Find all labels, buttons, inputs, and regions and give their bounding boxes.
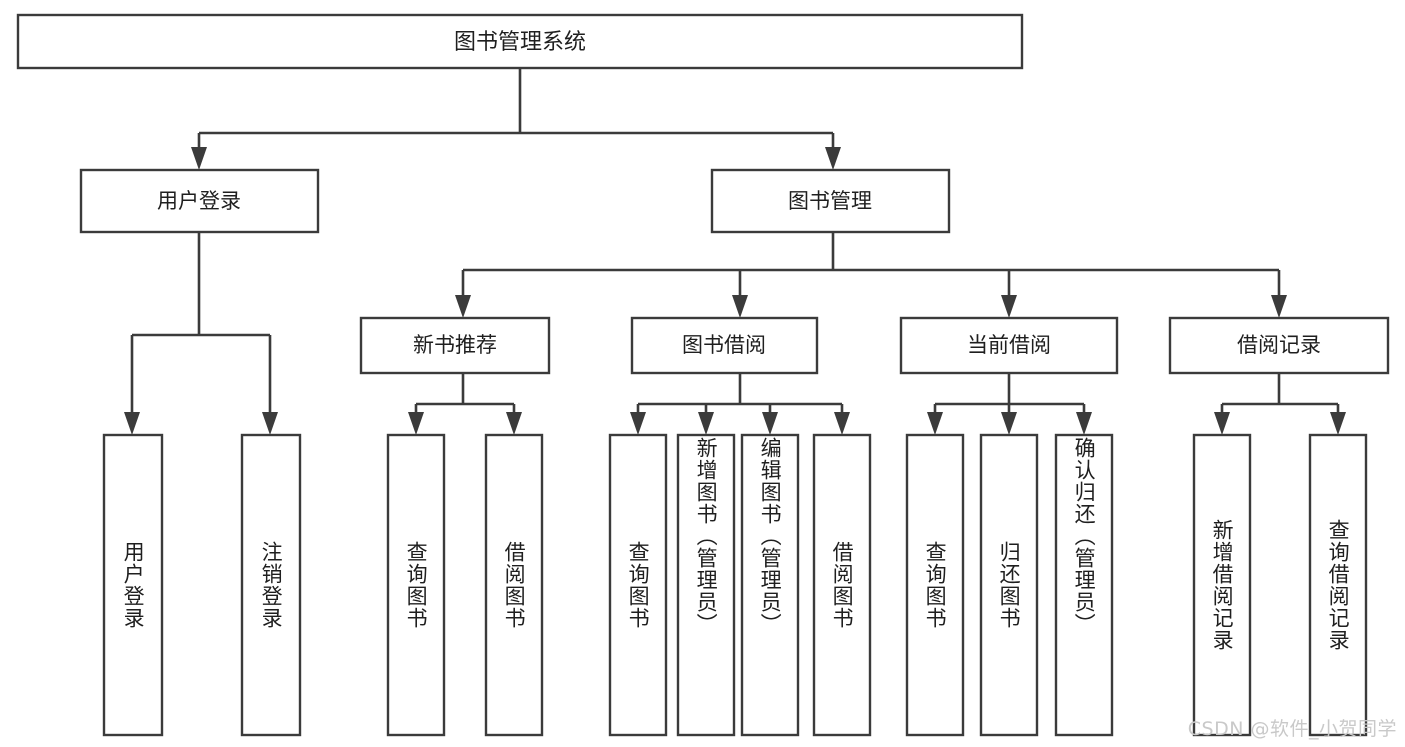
csdn-watermark: CSDN @软件_小贺同学 (1187, 718, 1397, 740)
node-user-login-label: 用户登录 (157, 189, 241, 213)
connector-bookborrow-to-leaves (630, 373, 850, 435)
node-user-login[interactable]: 用户登录 (79, 168, 320, 234)
leaf-box-book-borrow-0[interactable] (608, 433, 668, 737)
leaf-box-current-borrow-1[interactable] (979, 433, 1039, 737)
node-current-borrow-label: 当前借阅 (967, 333, 1051, 357)
leaf-box-borrow-record-1[interactable] (1308, 433, 1368, 737)
leaf-box-user-login-0[interactable] (102, 433, 164, 737)
connector-bookmgmt-to-level3 (455, 232, 1287, 318)
node-borrow-record-label: 借阅记录 (1237, 333, 1321, 357)
leaf-box-current-borrow-0[interactable] (905, 433, 965, 737)
node-book-management[interactable]: 图书管理 (710, 168, 951, 234)
node-book-borrow-label: 图书借阅 (682, 333, 766, 357)
node-new-book-recommend-label: 新书推荐 (413, 333, 497, 357)
connector-root-to-level2 (191, 68, 841, 170)
leaf-box-book-borrow-2[interactable] (740, 433, 800, 737)
leaf-box-borrow-record-0[interactable] (1192, 433, 1252, 737)
node-book-borrow[interactable]: 图书借阅 (630, 316, 819, 375)
leaf-box-new-book-0[interactable] (386, 433, 446, 737)
node-new-book-recommend[interactable]: 新书推荐 (359, 316, 551, 375)
node-current-borrow[interactable]: 当前借阅 (899, 316, 1119, 375)
node-borrow-record[interactable]: 借阅记录 (1168, 316, 1390, 375)
node-root-label: 图书管理系统 (454, 30, 586, 55)
leaf-box-new-book-1[interactable] (484, 433, 544, 737)
connector-userlogin-to-leaves (124, 232, 278, 435)
connector-currentborrow-to-leaves (927, 373, 1092, 435)
node-book-management-label: 图书管理 (788, 189, 872, 213)
connector-borrowrecord-to-leaves (1214, 373, 1346, 435)
leaf-box-current-borrow-2[interactable] (1054, 433, 1114, 737)
node-root[interactable]: 图书管理系统 (16, 13, 1024, 70)
connector-newbook-to-leaves (408, 373, 522, 435)
leaf-box-book-borrow-3[interactable] (812, 433, 872, 737)
leaf-box-user-login-1[interactable] (240, 433, 302, 737)
leaf-box-book-borrow-1[interactable] (676, 433, 736, 737)
